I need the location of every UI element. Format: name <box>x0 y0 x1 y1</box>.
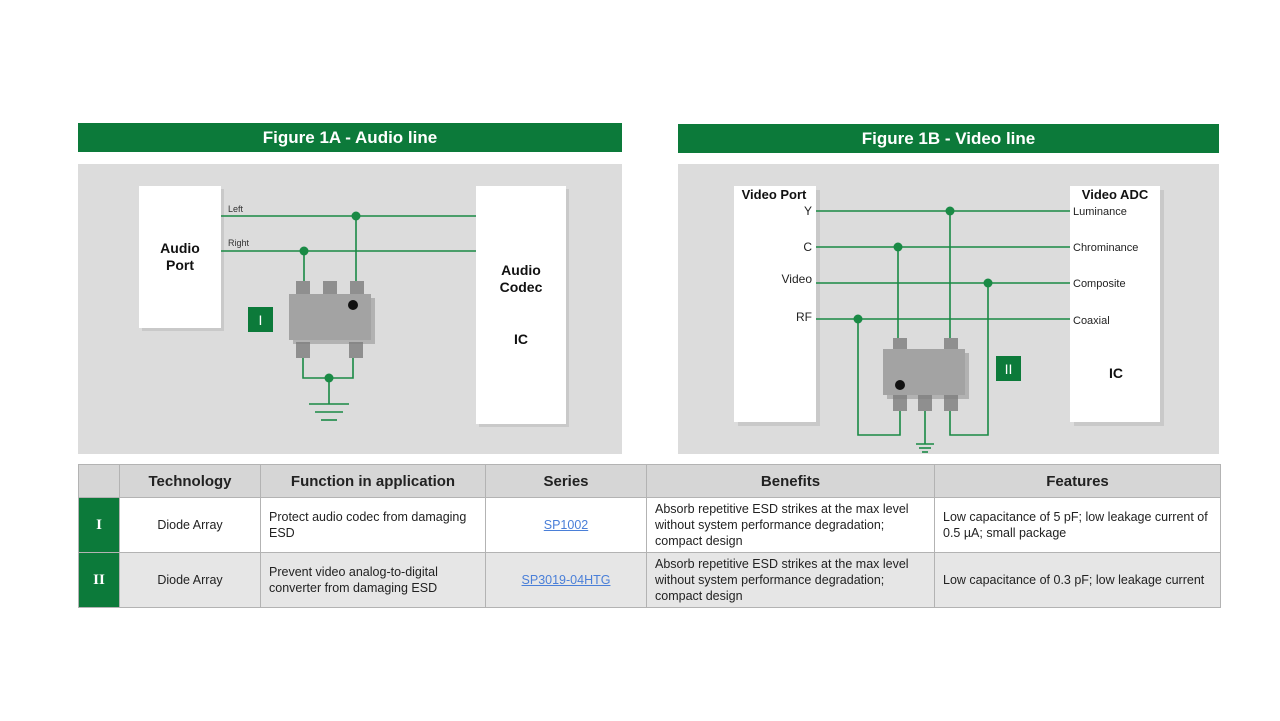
badge-ii <box>996 356 1021 381</box>
header-benefits: Benefits <box>646 464 935 498</box>
video-line-circuit: Video Port Video ADC IC Y C Video RF Lum… <box>678 164 1219 454</box>
output-label-luminance: Luminance <box>1073 206 1127 218</box>
junction-dot <box>324 373 334 383</box>
line-right-label: Right <box>228 238 250 248</box>
junction-dot <box>299 246 309 256</box>
junction-dot <box>893 242 903 252</box>
video-adc-label: Video ADC <box>1082 187 1149 202</box>
series-link-sp1002[interactable]: SP1002 <box>543 518 589 532</box>
header-features: Features <box>934 464 1221 498</box>
table-row: I Diode Array Protect audio codec from d… <box>78 497 1221 553</box>
figure-1b-title: Figure 1B - Video line <box>678 124 1219 153</box>
header-id <box>78 464 120 498</box>
row-id: I <box>78 497 120 553</box>
line-left-label: Left <box>228 204 244 214</box>
junction-dot <box>351 211 361 221</box>
video-port-label: Video Port <box>742 187 807 202</box>
diode-array-chip-i <box>289 281 375 358</box>
input-label-rf: RF <box>796 310 812 324</box>
badge-i-label: I <box>259 312 263 328</box>
audio-port-label-2: Port <box>166 257 194 273</box>
cell-series: SP3019-04HTG <box>485 552 647 608</box>
cell-benefits: Absorb repetitive ESD strikes at the max… <box>646 552 935 608</box>
audio-line-circuit: Audio Port Audio Codec IC Left Right <box>78 164 622 454</box>
cell-benefits: Absorb repetitive ESD strikes at the max… <box>646 497 935 553</box>
audio-codec-label-2: Codec <box>500 279 543 295</box>
audio-codec-label-1: Audio <box>501 262 541 278</box>
audio-port-label-1: Audio <box>160 240 200 256</box>
input-label-video: Video <box>782 272 813 286</box>
adc-ic-label: IC <box>1109 365 1123 381</box>
cell-function: Protect audio codec from damaging ESD <box>260 497 486 553</box>
video-port-box <box>734 186 816 422</box>
output-label-chrominance: Chrominance <box>1073 242 1138 254</box>
video-adc-box <box>1070 186 1160 422</box>
table-row: II Diode Array Prevent video analog-to-d… <box>78 552 1221 608</box>
figure-1a-diagram: Audio Port Audio Codec IC Left Right <box>78 164 622 454</box>
cell-series: SP1002 <box>485 497 647 553</box>
junction-dot <box>983 278 993 288</box>
cell-technology: Diode Array <box>119 552 261 608</box>
diode-array-chip-ii <box>883 338 969 411</box>
junction-dot <box>945 206 955 216</box>
figure-1b-diagram: Video Port Video ADC IC Y C Video RF Lum… <box>678 164 1219 454</box>
table-header-row: Technology Function in application Serie… <box>78 464 1221 498</box>
input-label-y: Y <box>804 204 812 218</box>
junction-dot <box>853 314 863 324</box>
header-series: Series <box>485 464 647 498</box>
badge-ii-label: II <box>1005 361 1013 377</box>
product-table: Technology Function in application Serie… <box>78 464 1221 608</box>
cell-function: Prevent video analog-to-digital converte… <box>260 552 486 608</box>
ground-icon <box>916 443 934 453</box>
row-id: II <box>78 552 120 608</box>
badge-i <box>248 307 273 332</box>
output-label-coaxial: Coaxial <box>1073 315 1110 327</box>
header-function: Function in application <box>260 464 486 498</box>
cell-technology: Diode Array <box>119 497 261 553</box>
input-label-c: C <box>803 240 812 254</box>
audio-codec-label-3: IC <box>514 331 528 347</box>
figure-1a-title: Figure 1A - Audio line <box>78 123 622 152</box>
series-link-sp3019[interactable]: SP3019-04HTG <box>521 573 611 587</box>
cell-features: Low capacitance of 0.3 pF; low leakage c… <box>934 552 1221 608</box>
output-label-composite: Composite <box>1073 278 1126 290</box>
header-technology: Technology <box>119 464 261 498</box>
audio-codec-box <box>476 186 566 424</box>
ground-icon <box>309 403 349 421</box>
audio-port-box <box>139 186 221 328</box>
cell-features: Low capacitance of 5 pF; low leakage cur… <box>934 497 1221 553</box>
